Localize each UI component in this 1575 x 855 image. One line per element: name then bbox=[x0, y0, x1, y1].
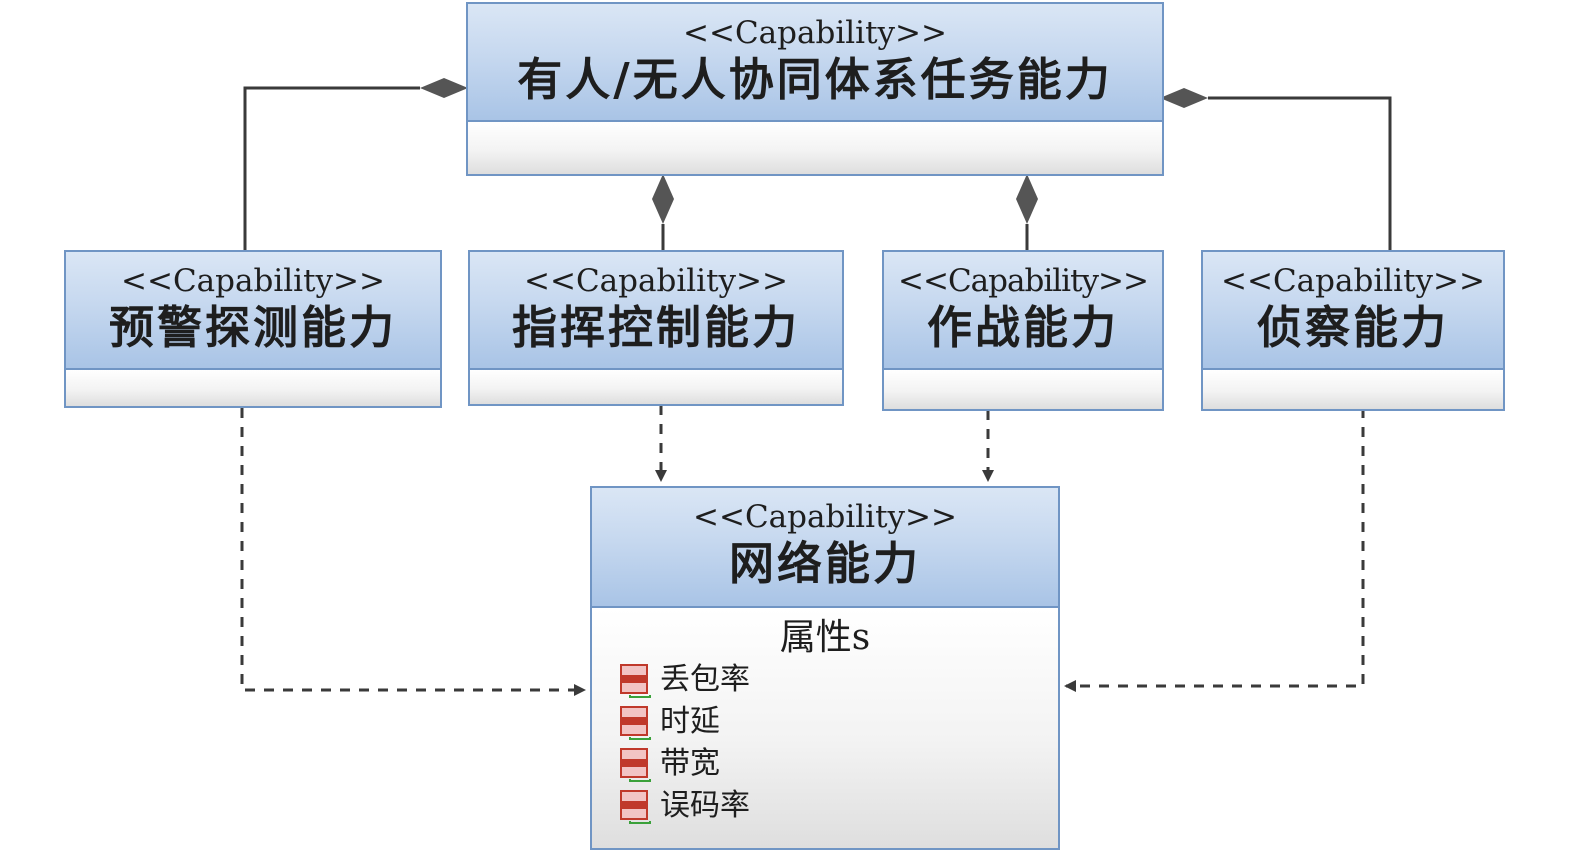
network-capability-title: 网络能力 bbox=[728, 537, 921, 590]
attribute-label: 时延 bbox=[660, 704, 720, 739]
reconnaissance-box[interactable]: <<Capability>> 侦察能力 bbox=[1201, 250, 1505, 411]
reconnaissance-body bbox=[1203, 370, 1503, 409]
command-control-body bbox=[470, 370, 842, 404]
combat-header: <<Capability>> 作战能力 bbox=[884, 252, 1162, 370]
composition-diamond-warning bbox=[420, 78, 468, 98]
attribute-label: 丢包率 bbox=[660, 662, 750, 697]
composition-diamond-combat bbox=[1016, 174, 1038, 224]
root-stereotype: <<Capability>> bbox=[683, 15, 947, 51]
composition-line-warning bbox=[243, 86, 420, 250]
network-capability-box[interactable]: <<Capability>> 网络能力 属性s 丢包率 时延 bbox=[590, 486, 1060, 850]
composition-diamond-command bbox=[652, 174, 674, 224]
warning-detection-body bbox=[66, 370, 440, 406]
reconnaissance-title: 侦察能力 bbox=[1256, 301, 1449, 354]
attribute-label: 带宽 bbox=[660, 746, 720, 781]
warning-detection-box[interactable]: <<Capability>> 预警探测能力 bbox=[64, 250, 442, 408]
command-control-box[interactable]: <<Capability>> 指挥控制能力 bbox=[468, 250, 844, 406]
root-capability-body bbox=[468, 122, 1162, 174]
attribute-icon bbox=[620, 790, 651, 824]
composition-diamond-recon bbox=[1160, 88, 1208, 108]
command-control-stereotype: <<Capability>> bbox=[524, 263, 788, 299]
composition-line-recon bbox=[1208, 96, 1392, 250]
combat-body bbox=[884, 370, 1162, 409]
root-capability-box[interactable]: <<Capability>> 有人/无人协同体系任务能力 bbox=[466, 2, 1164, 176]
network-stereotype: <<Capability>> bbox=[693, 499, 957, 535]
dependency-arrow-warning bbox=[240, 408, 586, 696]
warning-detection-stereotype: <<Capability>> bbox=[121, 263, 385, 299]
root-capability-header: <<Capability>> 有人/无人协同体系任务能力 bbox=[468, 4, 1162, 122]
network-capability-header: <<Capability>> 网络能力 bbox=[592, 488, 1058, 608]
network-capability-body: 属性s 丢包率 时延 带宽 bbox=[592, 608, 1058, 848]
attribute-icon bbox=[620, 706, 651, 740]
dependency-arrow-recon bbox=[1064, 408, 1365, 692]
combat-stereotype: <<Capability>> bbox=[898, 263, 1149, 299]
reconnaissance-stereotype: <<Capability>> bbox=[1221, 263, 1485, 299]
attribute-icon bbox=[620, 664, 651, 698]
warning-detection-header: <<Capability>> 预警探测能力 bbox=[66, 252, 440, 370]
attributes-section-label: 属性s bbox=[779, 617, 871, 658]
reconnaissance-header: <<Capability>> 侦察能力 bbox=[1203, 252, 1503, 370]
combat-title: 作战能力 bbox=[926, 301, 1119, 354]
warning-detection-title: 预警探测能力 bbox=[108, 301, 397, 354]
command-control-header: <<Capability>> 指挥控制能力 bbox=[470, 252, 842, 370]
attribute-icon bbox=[620, 748, 651, 782]
combat-box[interactable]: <<Capability>> 作战能力 bbox=[882, 250, 1164, 411]
attribute-label: 误码率 bbox=[660, 788, 750, 823]
root-capability-title: 有人/无人协同体系任务能力 bbox=[517, 53, 1113, 106]
command-control-title: 指挥控制能力 bbox=[511, 301, 800, 354]
